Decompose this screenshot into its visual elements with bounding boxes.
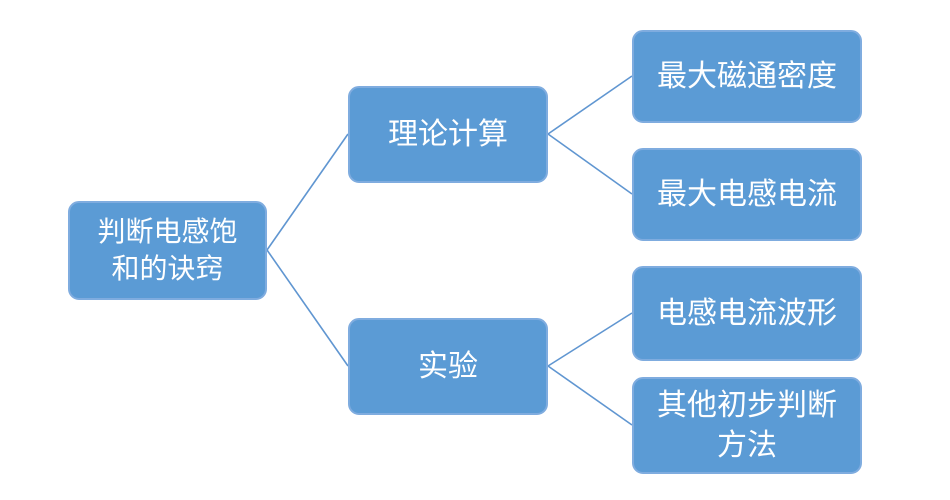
node-root: 判断电感饱 和的诀窍 bbox=[68, 201, 267, 300]
node-theory-calculation: 理论计算 bbox=[348, 86, 548, 183]
node-other-methods-label-line2: 方法 bbox=[717, 428, 777, 462]
node-max-inductor-current: 最大电感电流 bbox=[632, 148, 862, 241]
node-experiment: 实验 bbox=[348, 318, 548, 415]
connector-theory-to-fluxdensity bbox=[547, 75, 633, 135]
connector-theory-to-maxcurrent bbox=[547, 133, 633, 195]
node-inductor-current-waveform: 电感电流波形 bbox=[632, 266, 862, 361]
connector-experiment-to-othermethods bbox=[547, 365, 633, 426]
connector-root-to-experiment bbox=[266, 249, 349, 367]
node-other-preliminary-methods: 其他初步判断 方法 bbox=[632, 377, 862, 474]
node-max-flux-density: 最大磁通密度 bbox=[632, 30, 862, 123]
node-root-label-line2: 和的诀窍 bbox=[111, 252, 224, 284]
connector-experiment-to-waveform bbox=[547, 312, 633, 367]
connector-root-to-theory bbox=[266, 133, 349, 251]
node-root-label-line1: 判断电感饱 bbox=[97, 215, 238, 247]
node-other-methods-label-line1: 其他初步判断 bbox=[657, 388, 837, 422]
